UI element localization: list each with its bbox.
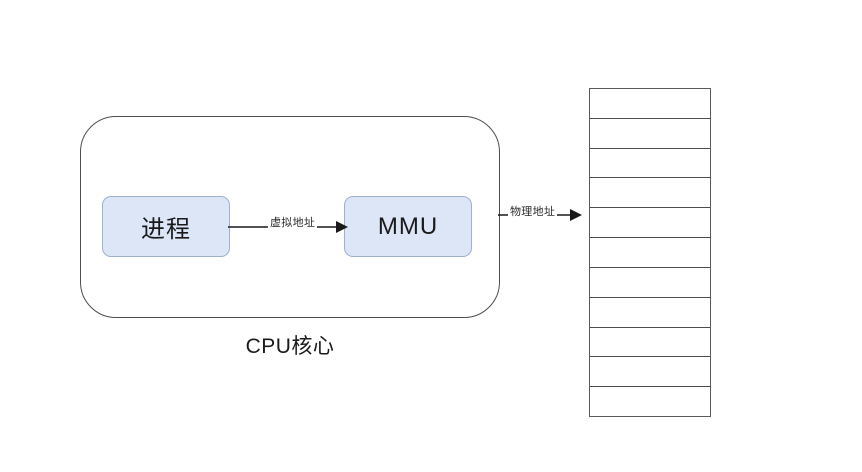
- node-process-label: 进程: [141, 216, 191, 243]
- edge-label-physical-address: 物理地址: [508, 203, 558, 219]
- memory-row: [590, 327, 710, 358]
- memory-row: [590, 178, 710, 209]
- cpu-core-container: [80, 116, 500, 318]
- memory-row: [590, 297, 710, 328]
- memory-table: [589, 88, 711, 417]
- memory-row: [590, 148, 710, 179]
- memory-row: [590, 238, 710, 268]
- node-mmu[interactable]: MMU: [344, 196, 472, 257]
- memory-row: [590, 118, 710, 149]
- memory-row: [590, 89, 710, 119]
- memory-row: [590, 357, 710, 388]
- memory-row: [590, 387, 710, 416]
- memory-row: [590, 208, 710, 239]
- node-mmu-label: MMU: [377, 212, 439, 240]
- edge-label-virtual-address: 虚拟地址: [268, 214, 318, 230]
- memory-row: [590, 267, 710, 298]
- cpu-core-caption: CPU核心: [245, 335, 335, 358]
- node-process[interactable]: 进程: [102, 196, 230, 257]
